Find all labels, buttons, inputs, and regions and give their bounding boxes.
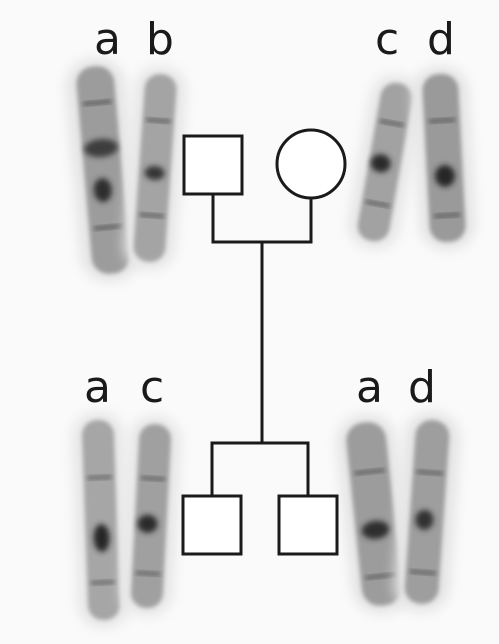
label-son2-d: d [408, 366, 436, 410]
label-son1-c: c [140, 366, 164, 410]
label-son1-a: a [84, 366, 111, 410]
father-square [184, 136, 242, 194]
label-son2-a: a [356, 366, 383, 410]
son1-square [183, 496, 241, 554]
label-father-a: a [94, 18, 121, 62]
chromosome-son1-c [120, 415, 182, 617]
label-mother-c: c [375, 18, 399, 62]
label-mother-d: d [427, 18, 455, 62]
mating-line [213, 194, 311, 242]
chromosome-mother-d [411, 65, 477, 252]
sibship-line [212, 443, 308, 496]
chromosome-father-b [122, 64, 188, 271]
chromosome-son2-d [392, 410, 462, 613]
label-father-b: b [146, 18, 174, 62]
mother-circle [277, 130, 345, 198]
son2-square [279, 496, 337, 554]
